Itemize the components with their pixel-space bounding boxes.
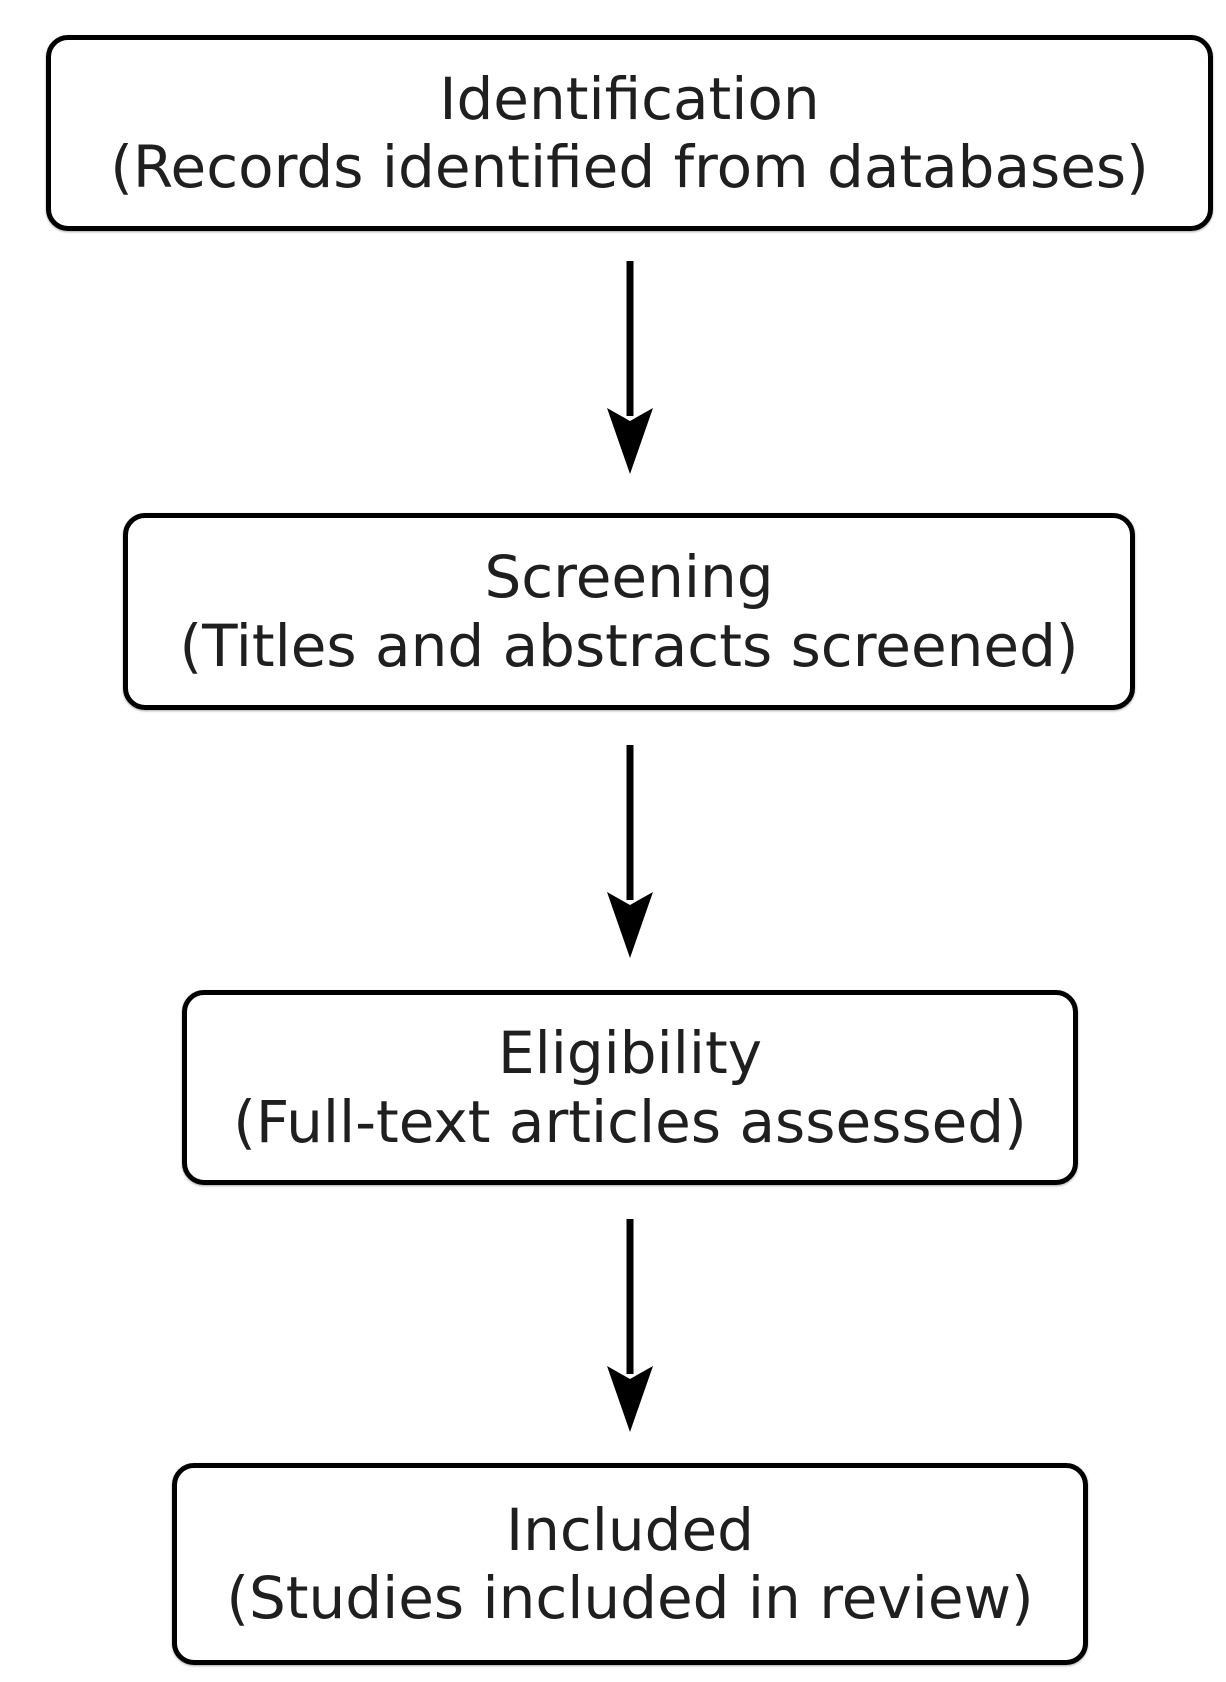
node-identification: Identification (Records identified from …: [46, 35, 1213, 231]
arrow-head: [607, 408, 653, 474]
node-included: Included (Studies included in review): [172, 1463, 1088, 1665]
arrow-down-icon: [607, 745, 653, 958]
arrow-down-icon: [607, 261, 653, 474]
node-title: Eligibility: [497, 1019, 763, 1088]
node-eligibility: Eligibility (Full-text articles assessed…: [182, 990, 1078, 1185]
arrow-head: [607, 892, 653, 958]
arrow-head: [607, 1366, 653, 1432]
node-subtitle: (Full-text articles assessed): [233, 1087, 1027, 1156]
node-subtitle: (Studies included in review): [226, 1564, 1034, 1632]
node-title: Screening: [484, 543, 774, 612]
node-title: Included: [506, 1495, 754, 1564]
node-title: Identification: [439, 64, 820, 133]
arrow-down-icon: [607, 1219, 653, 1432]
node-subtitle: (Records identified from databases): [110, 133, 1149, 201]
node-screening: Screening (Titles and abstracts screened…: [123, 513, 1135, 710]
node-subtitle: (Titles and abstracts screened): [179, 611, 1079, 680]
